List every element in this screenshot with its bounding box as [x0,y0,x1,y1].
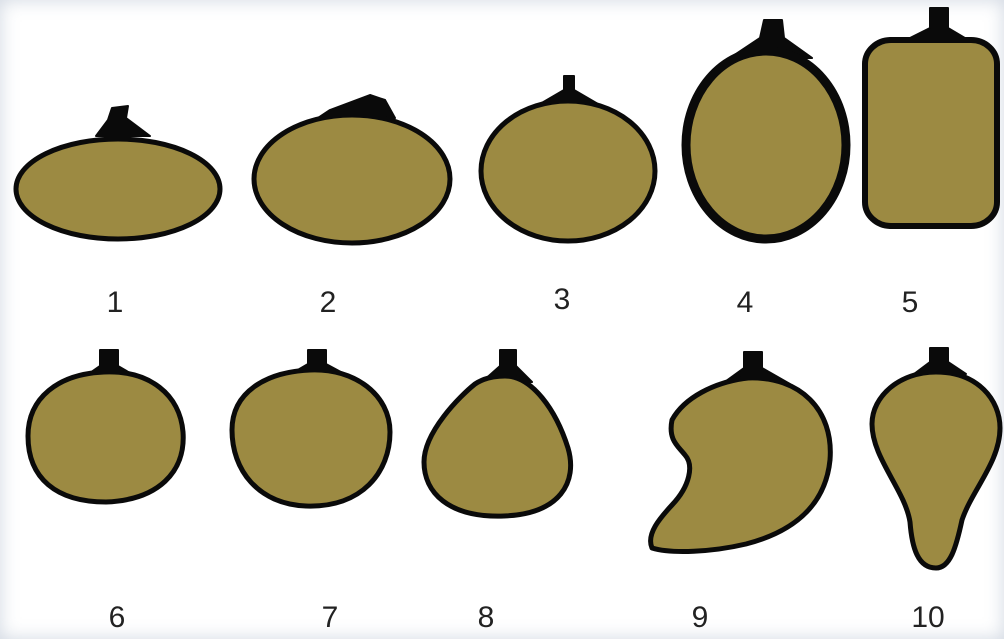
fruit-shape-2 [251,94,453,246]
fruit-shape-6 [25,349,186,505]
fruit-shape-7 [229,349,393,509]
shape-label-8: 8 [477,601,495,634]
shape-label-9: 9 [691,601,709,634]
shape-label-5: 5 [901,286,919,319]
shape-label-7: 7 [321,601,339,634]
fruit-shape-3 [478,75,658,244]
shape-label-1: 1 [106,286,124,319]
shape-label-4: 4 [736,286,754,319]
shape-label-3: 3 [553,283,571,316]
shape-label-6: 6 [108,601,126,634]
fruit-shape-1 [13,105,223,242]
fruit-shape-5 [862,7,1000,229]
shape-label-10: 10 [911,601,945,634]
fruit-shape-8 [421,349,574,519]
fruit-shape-4 [681,19,851,244]
shape-label-2: 2 [319,286,337,319]
fruit-shape-10 [869,347,1003,571]
fruit-shape-9 [648,351,833,554]
